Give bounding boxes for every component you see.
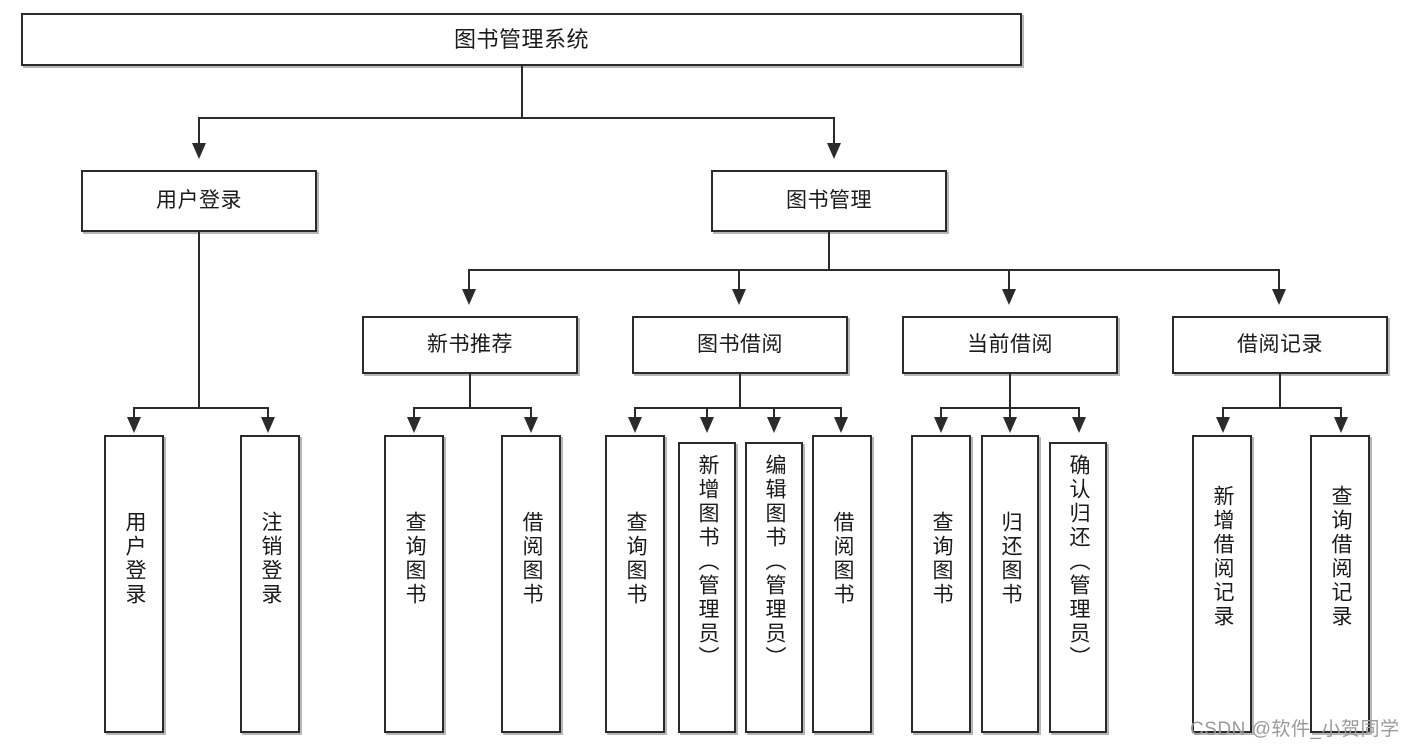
leaf-currentborrow-query-books[interactable]: 查询图书 [911,435,971,733]
connector-bookborrow-stem [739,374,741,408]
connector-borrowrecord-stem [1279,374,1281,408]
node-label: 归还图书 [999,511,1023,607]
connector-currentborrow-branch-3 [1078,407,1080,419]
node-user-login[interactable]: 用户登录 [81,170,317,232]
leaf-currentborrow-return-books[interactable]: 归还图书 [981,435,1039,733]
connector-bookmgmt-branch-4 [1278,269,1280,291]
connector-bookborrow-branch-4 [840,407,842,419]
node-label: 借阅图书 [831,511,855,607]
node-current-borrow[interactable]: 当前借阅 [902,316,1118,374]
connector-login-bar [133,407,269,409]
node-label: 查询图书 [624,511,648,607]
connector-bookborrow-branch-3 [773,407,775,419]
arrowhead-bookmgmt-cat-2 [732,289,746,305]
arrowhead-currentborrow-leaf-3 [1072,417,1086,433]
connector-login-stem [198,232,200,408]
arrowhead-newbook-leaf-2 [524,417,538,433]
node-label: 新增图书（管理员） [696,454,720,670]
connector-newbook-bar [413,407,532,409]
connector-borrowrecord-bar [1222,407,1342,409]
arrowhead-borrowrecord-leaf-2 [1334,417,1348,433]
connector-bookmgmt-stem [828,232,830,270]
arrowhead-newbook-leaf-1 [407,417,421,433]
connector-root-bar [198,117,835,119]
node-borrow-record[interactable]: 借阅记录 [1172,316,1388,374]
connector-borrowrecord-branch-1 [1222,407,1224,419]
arrowhead-login-leaf-2 [261,417,275,433]
arrowhead-root-to-login [192,143,206,159]
node-label: 图书管理 [786,188,872,212]
arrowhead-bookmgmt-cat-3 [1002,289,1016,305]
node-label: 图书借阅 [697,332,783,356]
arrowhead-bookborrow-leaf-3 [767,417,781,433]
connector-bookmgmt-bar [468,269,1280,271]
connector-newbook-stem [469,374,471,408]
connector-bookmgmt-branch-3 [1008,269,1010,291]
node-label: 确认归还（管理员） [1067,454,1091,670]
connector-bookmgmt-branch-1 [468,269,470,291]
node-label: 新增借阅记录 [1211,485,1235,629]
connector-login-branch-1 [133,407,135,419]
connector-borrowrecord-branch-2 [1340,407,1342,419]
leaf-currentborrow-confirm-return-admin[interactable]: 确认归还（管理员） [1049,442,1107,733]
connector-login-branch-2 [267,407,269,419]
connector-root-stem [521,66,523,118]
connector-bookborrow-branch-2 [706,407,708,419]
arrowhead-bookmgmt-cat-4 [1272,289,1286,305]
node-label: 查询借阅记录 [1329,485,1353,629]
node-new-book-recommend[interactable]: 新书推荐 [362,316,578,374]
node-book-borrow[interactable]: 图书借阅 [632,316,848,374]
node-label: 查询图书 [930,511,954,607]
connector-root-to-bookmgmt [833,117,835,145]
arrowhead-borrowrecord-leaf-1 [1216,417,1230,433]
node-root-system[interactable]: 图书管理系统 [21,13,1022,66]
node-label: 编辑图书（管理员） [763,454,787,670]
arrowhead-bookborrow-leaf-4 [834,417,848,433]
node-book-management[interactable]: 图书管理 [711,170,947,232]
arrowhead-bookborrow-leaf-1 [628,417,642,433]
arrowhead-bookborrow-leaf-2 [700,417,714,433]
node-label: 新书推荐 [427,332,513,356]
leaf-bookborrow-edit-book-admin[interactable]: 编辑图书（管理员） [745,442,803,733]
leaf-bookborrow-query-books[interactable]: 查询图书 [605,435,665,733]
node-label: 用户登录 [156,188,242,212]
connector-root-to-login [198,117,200,145]
connector-bookborrow-branch-1 [634,407,636,419]
node-label: 注销登录 [259,511,283,607]
leaf-borrowrecord-add-record[interactable]: 新增借阅记录 [1192,435,1252,733]
leaf-bookborrow-borrow-books[interactable]: 借阅图书 [812,435,872,733]
connector-newbook-branch-1 [413,407,415,419]
leaf-newbook-borrow-books[interactable]: 借阅图书 [501,435,561,733]
connector-bookborrow-bar [634,407,842,409]
connector-currentborrow-stem [1009,374,1011,408]
node-label: 借阅图书 [520,511,544,607]
connector-bookmgmt-branch-2 [738,269,740,291]
leaf-user-login[interactable]: 用户登录 [104,435,164,733]
node-label: 图书管理系统 [453,26,589,52]
leaf-logout[interactable]: 注销登录 [240,435,300,733]
arrowhead-bookmgmt-cat-1 [462,289,476,305]
node-label: 借阅记录 [1237,332,1323,356]
node-label: 当前借阅 [967,332,1053,356]
arrowhead-currentborrow-leaf-1 [934,417,948,433]
node-label: 用户登录 [123,511,147,607]
connector-newbook-branch-2 [530,407,532,419]
connector-currentborrow-branch-1 [940,407,942,419]
leaf-newbook-query-books[interactable]: 查询图书 [384,435,444,733]
arrowhead-login-leaf-1 [127,417,141,433]
connector-currentborrow-branch-2 [1009,407,1011,419]
leaf-bookborrow-add-book-admin[interactable]: 新增图书（管理员） [678,442,736,733]
arrowhead-currentborrow-leaf-2 [1003,417,1017,433]
node-label: 查询图书 [403,511,427,607]
arrowhead-root-to-bookmgmt [827,143,841,159]
leaf-borrowrecord-query-record[interactable]: 查询借阅记录 [1310,435,1370,733]
